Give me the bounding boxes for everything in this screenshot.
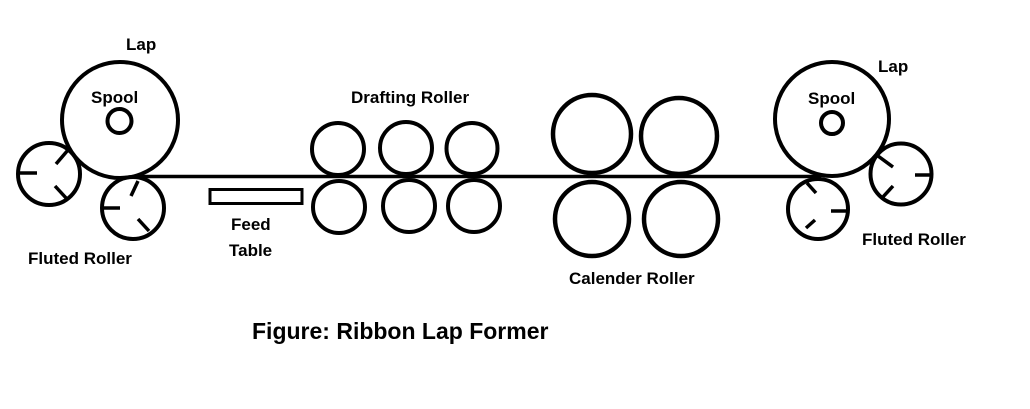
label-lap-right: Lap [878,57,909,76]
label-feed: Feed [231,215,271,234]
lap-right-group [773,60,891,178]
feed-table-rect [208,188,304,205]
label-drafting-roller: Drafting Roller [351,88,470,107]
spool-circle-left [105,107,134,135]
drafting-roller-top-1 [310,121,366,177]
lap-left-group [60,60,180,180]
fluted-roller-left-upper [16,141,82,207]
drafting-roller-top-3 [444,121,500,176]
drafting-roller-top-2 [378,120,434,176]
fluted-roller-left-lower [100,175,166,241]
fluted-roller-circle [100,175,166,241]
calender-roller-bottom-2 [641,179,721,259]
fluted-roller-right-lower [786,177,850,241]
flute-tick-nw [876,154,895,169]
label-spool-left: Spool [91,88,139,107]
label-calender-roller: Calender Roller [569,269,695,288]
drafting-roller-bottom-2 [381,178,437,234]
flute-tick-ne [54,148,70,166]
calender-roller-top-1 [550,92,634,176]
label-spool-right: Spool [808,89,856,108]
flute-tick-sw [804,218,817,230]
flute-tick-n [129,180,140,197]
drafting-roller-bottom-1 [311,179,367,235]
calender-roller-bottom-1 [552,179,632,259]
fluted-roller-circle [786,177,850,241]
flute-tick-se [136,217,151,233]
label-fluted-roller-right: Fluted Roller [862,230,966,249]
flute-tick-sw [880,184,895,200]
drafting-rollers-group [310,120,502,235]
label-fluted-roller-left: Fluted Roller [28,249,132,268]
fluted-roller-right-upper [868,141,934,207]
label-lap-left: Lap [126,35,157,54]
flute-tick-nw [805,181,818,195]
fluted-roller-circle [16,141,82,207]
calender-roller-top-2 [638,95,720,177]
fluted-roller-circle [868,141,934,207]
drafting-roller-bottom-3 [446,178,502,234]
label-table: Table [229,241,273,260]
spool-circle-right [819,110,845,136]
flute-tick-se [53,184,69,201]
calender-rollers-group [550,92,721,259]
figure-caption: Figure: Ribbon Lap Former [252,318,549,344]
